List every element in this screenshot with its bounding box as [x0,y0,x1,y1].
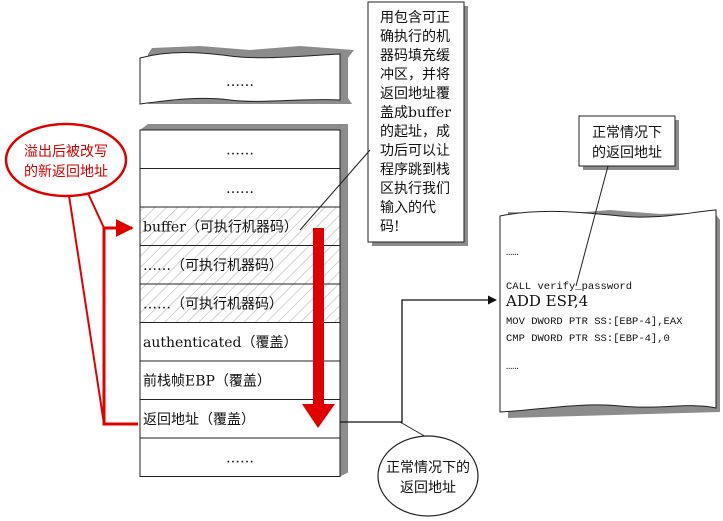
code-line: ADD ESP,4 [505,292,588,310]
stack-cell-label: 返回地址（覆盖） [143,412,255,428]
red-callout-line-1: 溢出后被改写 [24,144,108,160]
stack-cell: ……（可执行机器码） [139,283,341,323]
code-line: MOV DWORD PTR SS:[EBP-4],EAX [506,316,683,328]
normal-return-connector [340,295,497,423]
normal-return-box-line-2: 的返回地址 [592,145,662,161]
big-red-down-arrow [302,228,335,428]
normal-return-circle-line-1: 正常情况下的 [386,460,470,476]
top-note-line: 冲区，并将 [380,67,450,83]
top-note-line: 用包含可正 [380,10,450,26]
code-line: CALL verify_password [506,281,632,293]
top-note-line: 码! [380,219,400,235]
stack-cell: authenticated（覆盖） [139,322,341,362]
normal-return-circle: 正常情况下的 返回地址 [377,421,479,517]
stack-column: …… …… buffer（可执行机器码） ……（可执行机器码） ……（可执行机器码） au… [139,124,348,477]
top-note-line: 区执行我们 [380,181,450,197]
stack-cell-label: ……（可执行机器码） [143,296,283,312]
top-note-line: 盖成buffer [380,105,451,121]
top-note-line: 的起址，成 [380,124,450,140]
top-note-line: 输入的代 [380,200,436,216]
top-note-line: 器码填充缓 [380,48,450,64]
stack-top-shadow [140,124,348,130]
stack-cell: …… [139,168,341,208]
top-note-line: 程序跳到栈 [380,162,450,178]
red-callout: 溢出后被改写 的新返回地址 [4,122,128,198]
stack-cell-label: 前栈帧EBP（覆盖） [143,372,271,389]
stack-cell: …… [139,129,341,169]
top-note-line: 返回地址覆 [380,86,450,102]
stack-cell-label: …… [226,181,254,197]
stack-cell: …… [139,437,341,477]
normal-return-box-line-1: 正常情况下 [592,125,662,141]
stack-cell-label: …… [226,450,254,466]
stack-cell: 前栈帧EBP（覆盖） [139,360,341,400]
stack-cell-label: buffer（可执行机器码） [143,219,298,235]
top-block-label: …… [226,74,254,90]
stack-cell: ……（可执行机器码） [139,245,341,285]
stack-cell-label: authenticated（覆盖） [143,335,297,351]
normal-return-circle-line-2: 返回地址 [400,480,456,496]
overwrite-arrow [65,175,138,426]
stack-side-shadow [340,124,348,477]
stack-cell-label: ……（可执行机器码） [143,258,283,274]
red-callout-line-2: 的新返回地址 [24,164,108,180]
code-line: …… [506,361,519,373]
code-line: …… [506,247,519,259]
top-note-line: 确执行的机 [380,29,450,45]
top-note-line: 功后可以让 [380,143,450,159]
stack-cell-label: …… [226,142,254,158]
top-memory-block: …… [139,46,354,105]
normal-return-box: 正常情况下 的返回地址 [575,115,679,287]
stack-cell: buffer（可执行机器码） [139,206,341,246]
code-line: CMP DWORD PTR SS:[EBP-4],0 [506,333,670,345]
